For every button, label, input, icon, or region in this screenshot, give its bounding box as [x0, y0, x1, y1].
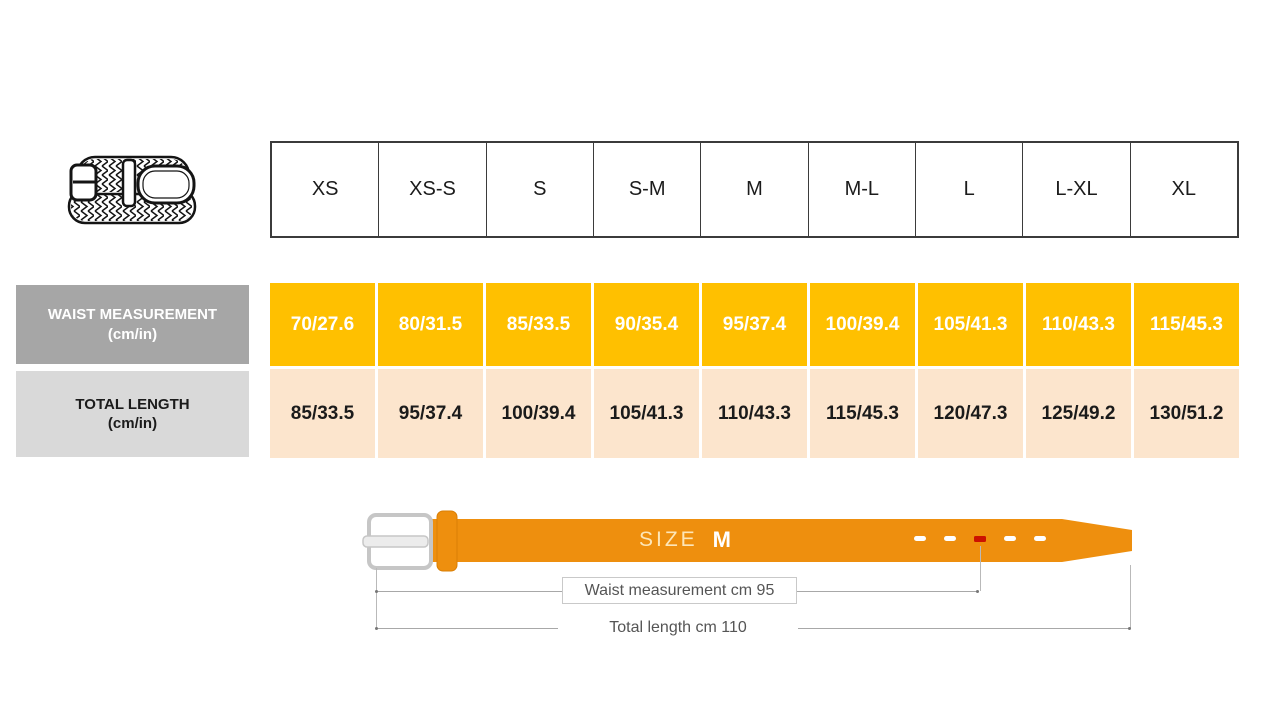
waist-value-cell: 90/35.4: [594, 283, 699, 366]
waist-value-cell: 110/43.3: [1026, 283, 1131, 366]
total-length-label: TOTAL LENGTH (cm/in): [16, 371, 249, 457]
size-header-cell: S-M: [592, 143, 700, 236]
length-annotation-text: Total length cm 110: [558, 617, 798, 639]
buckle-prong: [362, 535, 429, 548]
belt-hole: [1034, 536, 1046, 541]
size-header-cell: M-L: [807, 143, 915, 236]
waist-label-line2: (cm/in): [107, 325, 158, 343]
belt-size-text: SIZE M: [615, 527, 755, 553]
length-value-cell: 110/43.3: [702, 369, 807, 458]
waist-value-cell: 95/37.4: [702, 283, 807, 366]
guide-line-tip: [1130, 565, 1131, 628]
size-value: M: [712, 527, 731, 552]
length-value-cell: 120/47.3: [918, 369, 1023, 458]
size-header-cell: L-XL: [1022, 143, 1129, 236]
length-value-cell: 100/39.4: [486, 369, 591, 458]
size-header-cell: L: [914, 143, 1022, 236]
size-word: SIZE: [638, 528, 698, 551]
size-header-cell: XS: [311, 178, 339, 200]
belt-hole: [944, 536, 956, 541]
waist-measurement-values-row: 70/27.6 80/31.5 85/33.5 90/35.4 95/37.4 …: [270, 283, 1239, 366]
belt-strap: [425, 519, 1132, 562]
size-header-cell: S: [485, 143, 593, 236]
waist-value-cell: 100/39.4: [810, 283, 915, 366]
belt-keeper: [436, 510, 458, 572]
waist-value-cell: 115/45.3: [1134, 283, 1239, 366]
braided-belt-icon: [67, 155, 197, 225]
total-length-values-row: 85/33.5 95/37.4 100/39.4 105/41.3 110/43…: [270, 369, 1239, 458]
total-length-label-line2: (cm/in): [107, 415, 158, 432]
waist-value-cell: 70/27.6: [270, 283, 375, 366]
waist-annotation-box: Waist measurement cm 95: [562, 577, 797, 604]
belt-hole: [914, 536, 926, 541]
braided-belt-illustration: [66, 148, 198, 237]
size-header-row: XS XS-S S S-M M M-L L L-XL XL: [270, 141, 1239, 238]
belt-hole-highlighted: [974, 536, 986, 542]
length-value-cell: 105/41.3: [594, 369, 699, 458]
length-value-cell: 125/49.2: [1026, 369, 1131, 458]
total-length-label-line1: TOTAL LENGTH: [75, 395, 190, 413]
belt-drawing: [362, 510, 1132, 572]
guide-line-buckle: [376, 568, 377, 628]
waist-value-cell: 80/31.5: [378, 283, 483, 366]
belt-hole: [1004, 536, 1016, 541]
waist-measurement-label: WAIST MEASUREMENT (cm/in): [16, 285, 249, 364]
belt-measurement-diagram: SIZE M Waist measurement cm 95 Total len…: [360, 505, 1160, 655]
size-header-cell: XS-S: [378, 143, 485, 236]
waist-label-line1: WAIST MEASUREMENT: [47, 306, 218, 323]
size-header-cell: M: [700, 143, 807, 236]
guide-line-hole: [980, 546, 981, 591]
size-header-cell: XL: [1129, 143, 1237, 236]
length-value-cell: 115/45.3: [810, 369, 915, 458]
length-value-cell: 95/37.4: [378, 369, 483, 458]
waist-value-cell: 105/41.3: [918, 283, 1023, 366]
length-value-cell: 85/33.5: [270, 369, 375, 458]
length-value-cell: 130/51.2: [1134, 369, 1239, 458]
waist-value-cell: 85/33.5: [486, 283, 591, 366]
